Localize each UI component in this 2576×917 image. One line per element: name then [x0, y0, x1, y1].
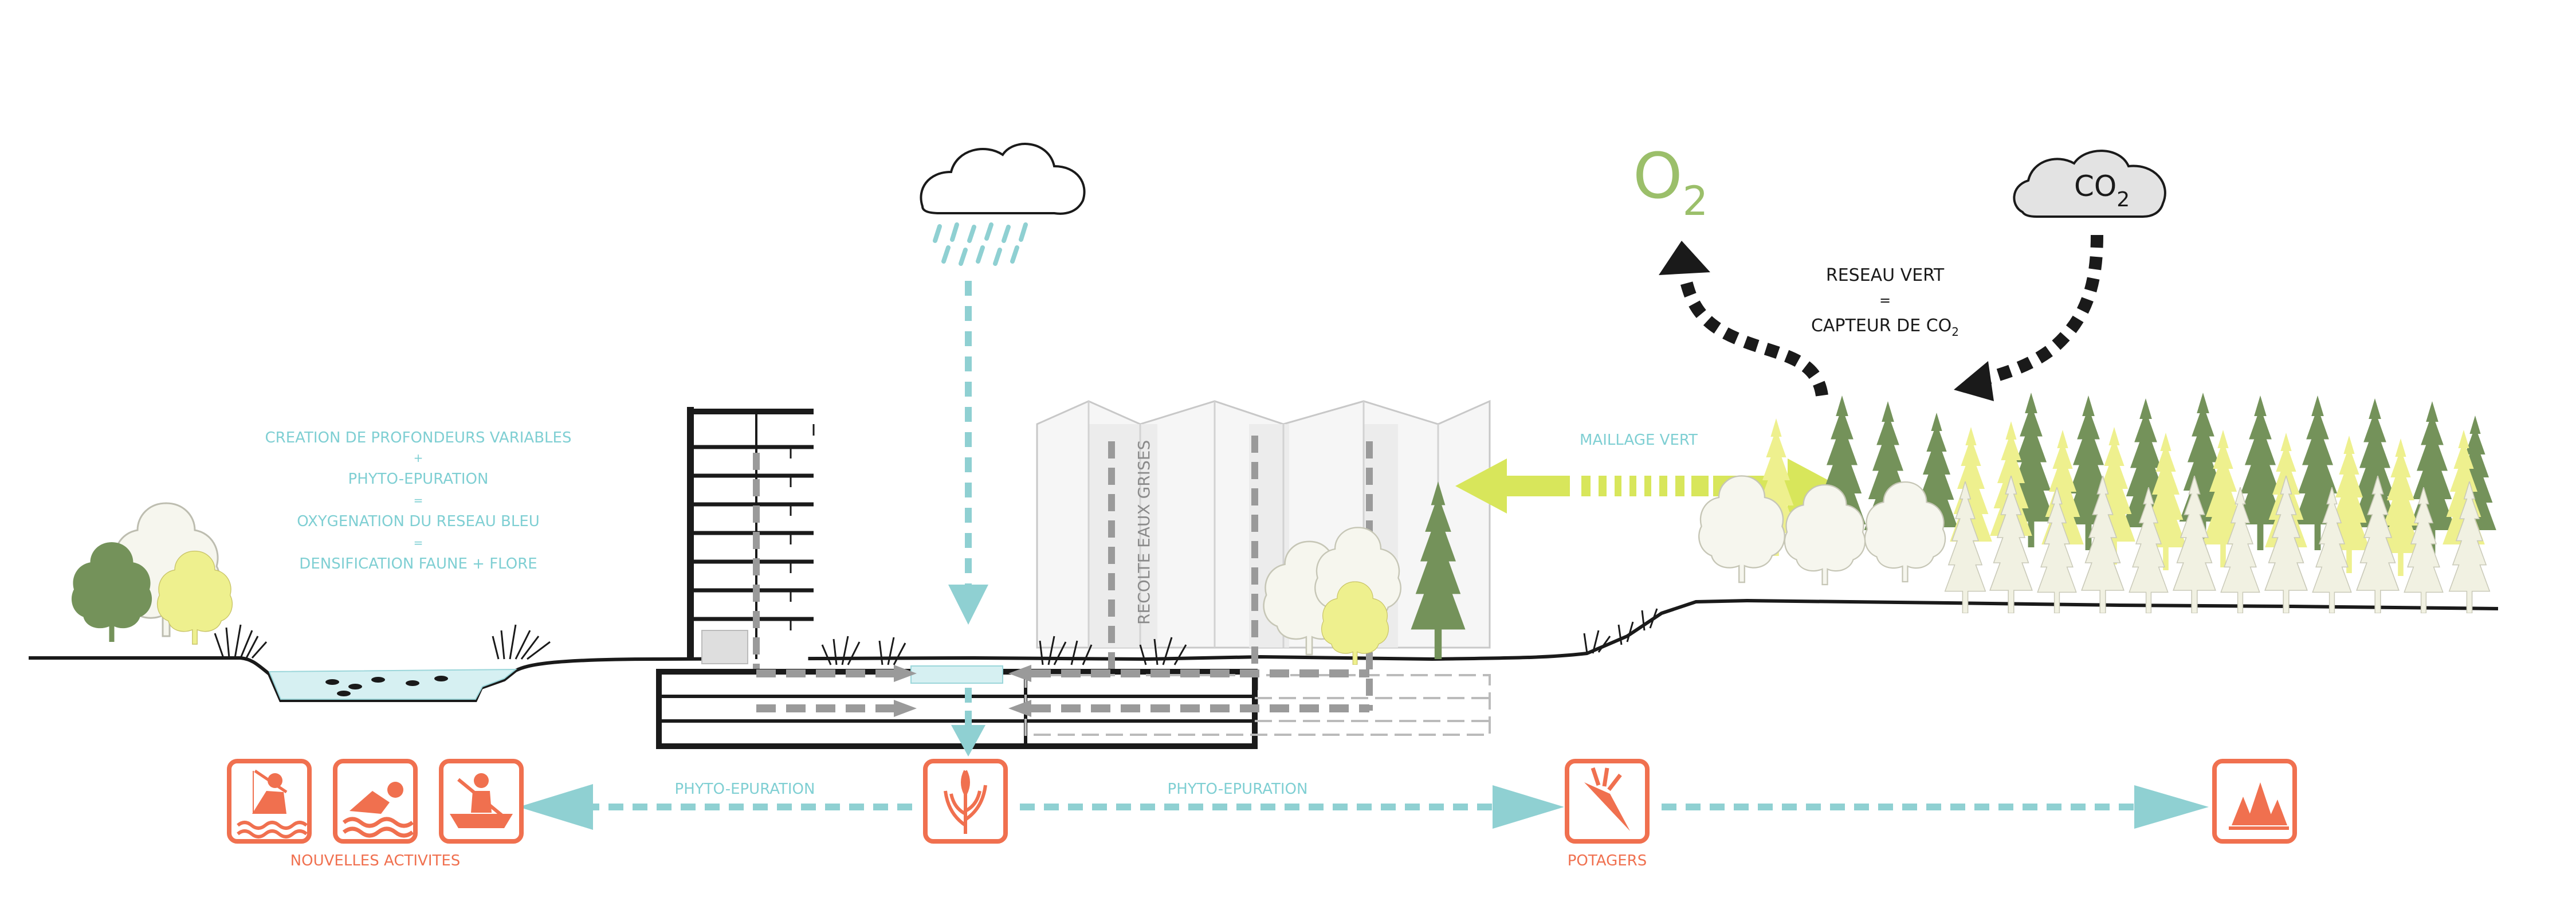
grey-flow [756, 669, 1369, 712]
right-forest [1698, 393, 2496, 613]
fishing-icon [227, 759, 312, 844]
reeds-left [214, 624, 551, 660]
green-network-eq: = [1879, 292, 1891, 308]
slope-reeds [1583, 608, 1658, 654]
blue-line-6: = [414, 536, 423, 550]
rain-arrow-head [948, 585, 988, 625]
o2-release-head [1659, 241, 1710, 275]
right-flow-head [2134, 785, 2209, 829]
gardens-label: POTAGERS [1568, 852, 1647, 869]
capture-main: CAPTEUR DE CO [1811, 316, 1951, 336]
activity-icons [227, 759, 524, 844]
grey-flow-heads [894, 665, 1031, 717]
rain-cloud [920, 143, 1086, 215]
blue-line-3: PHYTO-EPURATION [348, 471, 489, 488]
pond-water [268, 668, 517, 700]
blue-line-5: OXYGENATION DU RESEAU BLEU [297, 513, 540, 530]
courtyard-water [910, 665, 1003, 684]
green-mesh-label: MAILLAGE VERT [1580, 432, 1698, 449]
green-network-text: RESEAU VERT = CAPTEUR DE CO2 [1811, 265, 1959, 339]
o2-main: O [1633, 139, 1683, 213]
phyto-right-label: PHYTO-EPURATION [1168, 781, 1308, 798]
co2-capture-head [1954, 361, 1994, 401]
blue-line-7: DENSIFICATION FAUNE + FLORE [299, 555, 537, 573]
swimming-icon [333, 759, 418, 844]
green-network-title: RESEAU VERT [1826, 265, 1945, 285]
o2-label: O2 [1633, 139, 1708, 225]
o2-release-arrow [1678, 273, 1828, 397]
phyto-left-label: PHYTO-EPURATION [675, 781, 815, 798]
new-activities-label: NOUVELLES ACTIVITES [290, 852, 461, 869]
co2-cloud: CO2 [2013, 150, 2166, 218]
co2-cloud-label: CO2 [2074, 170, 2130, 211]
left-trees [71, 502, 233, 645]
fish-group [325, 676, 448, 696]
o2-sub: 2 [1683, 178, 1709, 225]
grey-water-label: RECOLTE EAUX GRISES [1134, 440, 1153, 625]
blue-line-1: CREATION DE PROFONDEURS VARIABLES [265, 429, 572, 446]
green-network-capture: CAPTEUR DE CO2 [1811, 316, 1959, 339]
reeds-middle [821, 636, 1187, 665]
co2-cloud-main: CO [2074, 170, 2116, 203]
ground-line [29, 598, 2499, 702]
bottom-flow-heads [519, 784, 2209, 830]
tower-building [687, 407, 815, 665]
carrot-icon [1565, 759, 1650, 844]
canoe-icon [439, 759, 524, 844]
co2-cloud-sub: 2 [2116, 188, 2130, 211]
blue-line-4: = [414, 493, 423, 507]
rain-arrow-head-2 [951, 725, 985, 757]
co2-capture-arrow [1986, 234, 2103, 385]
capture-sub: 2 [1951, 325, 1959, 339]
left-flow-head [519, 784, 593, 830]
forest-icon [2212, 759, 2297, 844]
mid-flow-head [1493, 785, 1564, 829]
blue-line-2: + [414, 451, 423, 465]
blue-network-text: CREATION DE PROFONDEURS VARIABLES + PHYT… [265, 429, 572, 573]
reed-plant-icon [923, 759, 1008, 844]
rain-drops [933, 222, 1028, 266]
